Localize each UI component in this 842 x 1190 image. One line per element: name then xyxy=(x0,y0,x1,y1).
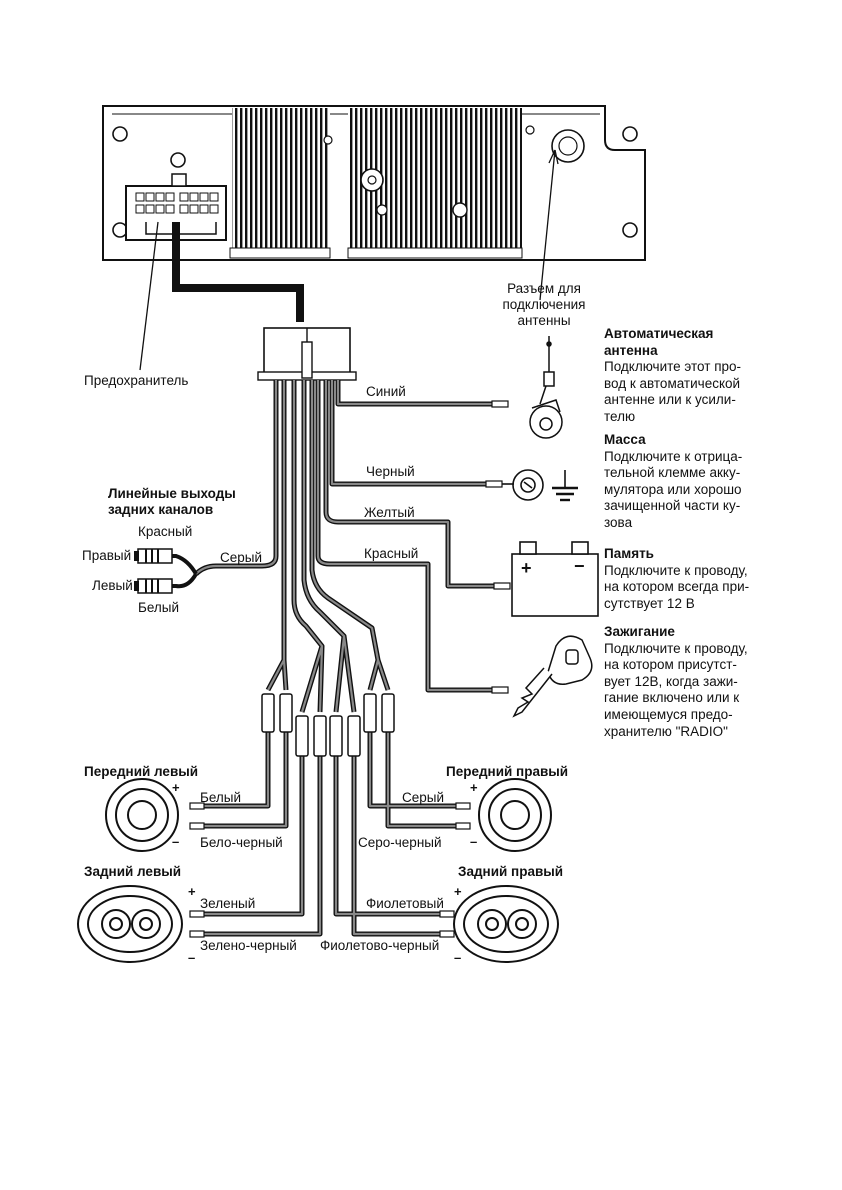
rca-title-line-2: задних каналов xyxy=(108,502,214,517)
rca-plug-icon xyxy=(134,548,198,594)
front-right-minus-sign: – xyxy=(470,834,478,849)
rear-right-plus-sign: + xyxy=(454,884,462,899)
memory-text-3: сутствует 12 В xyxy=(604,595,695,611)
wire-label-red: Красный xyxy=(364,546,419,561)
ignition-text-6: хранителю "RADIO" xyxy=(604,723,728,739)
rca-left-label: Левый xyxy=(92,578,133,593)
wire-label-yellow: Желтый xyxy=(364,505,415,520)
front-left-plus-wire: Белый xyxy=(200,790,242,805)
ground-text-4: зачищенной части ку- xyxy=(604,498,741,514)
ignition-text-1: Подключите к проводу, xyxy=(604,640,748,656)
battery-icon xyxy=(511,541,599,617)
antenna-jack-pointer xyxy=(539,149,556,301)
head-unit-chassis xyxy=(102,105,646,261)
auto-antenna-heading-1: Автоматическая xyxy=(604,326,714,341)
rear-right-plus-wire: Фиолетовый xyxy=(366,896,444,911)
ignition-text-5: имеющемуся предо- xyxy=(604,706,733,722)
front-left-minus-wire: Бело-черный xyxy=(200,835,283,850)
auto-antenna-text-3: антенне или к усили- xyxy=(604,392,736,408)
front-right-title: Передний правый xyxy=(446,764,569,779)
ignition-description: Зажигание Подключите к проводу, на котор… xyxy=(604,624,774,740)
memory-text-2: на котором всегда при- xyxy=(604,579,750,595)
rear-left-title: Задний левый xyxy=(84,864,182,879)
auto-antenna-text-1: Подключите этот про- xyxy=(604,359,742,375)
auto-antenna-description: Автоматическая антенна Подключите этот п… xyxy=(604,326,774,426)
front-left-title: Передний левый xyxy=(84,764,199,779)
wires xyxy=(194,380,496,937)
rear-right-title: Задний правый xyxy=(458,864,564,879)
ground-text-5: зова xyxy=(604,514,633,530)
auto-antenna-text-2: вод к автоматической xyxy=(604,375,741,391)
rear-left-minus-wire: Зелено-черный xyxy=(200,938,297,953)
ignition-text-3: вует 12В, когда зажи- xyxy=(604,673,738,689)
antenna-jack-line-2: подключения xyxy=(502,297,586,312)
ground-text-1: Подключите к отрица- xyxy=(604,448,743,464)
front-right-minus-wire: Серо-черный xyxy=(358,835,442,850)
fuse-pointer xyxy=(139,221,159,371)
harness-connector xyxy=(257,327,357,381)
wire-label-black: Черный xyxy=(366,464,415,479)
wire-sleeves xyxy=(261,693,395,757)
rca-title-line-1: Линейные выходы xyxy=(108,486,236,501)
front-left-plus-sign: + xyxy=(172,780,180,795)
rear-right-minus-sign: – xyxy=(454,950,462,965)
battery-plus-sign: + xyxy=(521,558,532,578)
antenna-jack-label: Разъем для подключения антенны xyxy=(490,281,598,329)
ground-description: Масса Подключите к отрица- тельной клемм… xyxy=(604,432,774,532)
ignition-text-2: на котором присутст- xyxy=(604,657,737,673)
rear-left-minus-sign: – xyxy=(188,950,196,965)
rear-right-minus-wire: Фиолетово-черный xyxy=(320,938,440,953)
memory-description: Память Подключите к проводу, на котором … xyxy=(604,546,774,612)
rca-title: Линейные выходы задних каналов xyxy=(108,486,236,518)
ground-heading: Масса xyxy=(604,432,646,447)
wire-label-blue: Синий xyxy=(366,384,406,399)
harness-cable xyxy=(172,222,304,322)
speaker-icon xyxy=(77,778,559,963)
antenna-jack-line-1: Разъем для xyxy=(507,281,581,296)
front-right-plus-sign: + xyxy=(470,780,478,795)
front-right-plus-wire: Серый xyxy=(402,790,445,805)
battery-minus-sign: − xyxy=(574,556,585,576)
memory-text-1: Подключите к проводу, xyxy=(604,562,748,578)
antenna-icon xyxy=(529,336,563,439)
rear-left-plus-wire: Зеленый xyxy=(200,896,256,911)
fuse-label: Предохранитель xyxy=(84,373,189,388)
ground-text-3: мулятора или хорошо xyxy=(604,481,742,497)
ignition-key-icon xyxy=(512,635,593,718)
auto-antenna-heading-2: антенна xyxy=(604,342,658,358)
wire-label-gray-rca: Серый xyxy=(220,550,263,565)
ignition-heading: Зажигание xyxy=(604,624,675,639)
auto-antenna-text-4: телю xyxy=(604,408,636,424)
rca-red-label: Красный xyxy=(138,524,193,539)
antenna-jack-line-3: антенны xyxy=(517,313,571,328)
ignition-text-4: гание включено или к xyxy=(604,690,740,706)
ground-icon xyxy=(502,469,578,502)
front-left-minus-sign: – xyxy=(172,834,180,849)
rca-white-label: Белый xyxy=(138,600,180,615)
rca-right-label: Правый xyxy=(82,548,132,563)
wire-ends xyxy=(189,400,511,938)
ground-text-2: тельной клемме акку- xyxy=(604,465,741,481)
memory-heading: Память xyxy=(604,546,654,561)
rear-left-plus-sign: + xyxy=(188,884,196,899)
